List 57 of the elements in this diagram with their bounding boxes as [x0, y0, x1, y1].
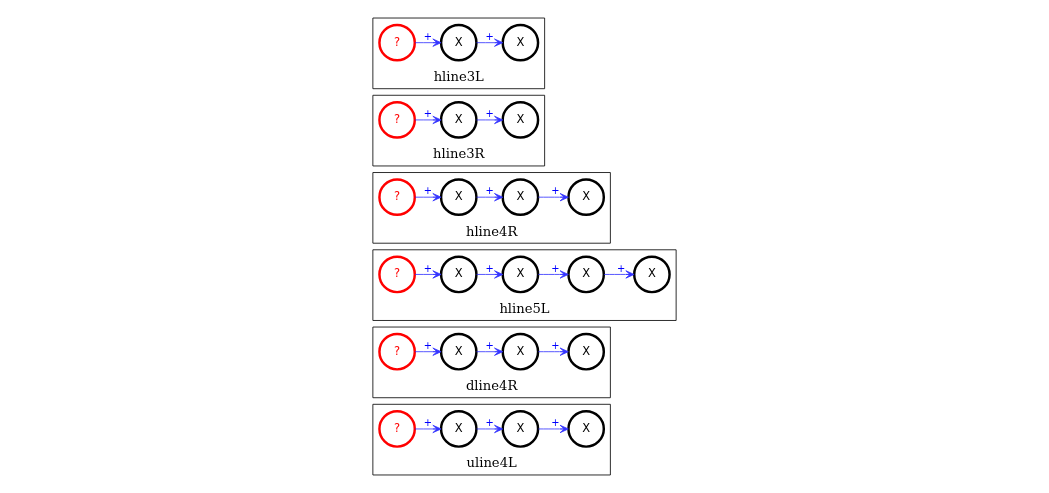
edge-label: + [485, 108, 494, 120]
edge-label: + [551, 417, 560, 429]
arrow [476, 38, 504, 47]
node-circle: X [439, 23, 478, 62]
edge-label: + [423, 417, 433, 429]
arrow [538, 193, 569, 202]
arrow [414, 38, 442, 47]
edge-label: + [551, 339, 560, 351]
edge-label: + [616, 262, 626, 274]
node-circle: ? [378, 23, 416, 62]
node-circle: X [501, 101, 540, 139]
edge-label: + [485, 30, 494, 42]
node-circle: X [567, 410, 606, 448]
arrow [476, 424, 504, 434]
arrow [538, 270, 569, 279]
node-circle: X [501, 410, 540, 448]
arrow [476, 347, 504, 356]
arrow [414, 193, 442, 202]
node-circle: X [501, 332, 540, 371]
arrow [603, 270, 635, 279]
edge-label: + [551, 262, 560, 274]
edge-label: + [423, 108, 433, 120]
edge-label: + [485, 185, 494, 197]
node-circle: ? [378, 332, 416, 371]
arrow [538, 347, 569, 356]
node-circle: X [439, 101, 478, 139]
edge-label: + [423, 30, 433, 42]
node-circle: X [501, 23, 540, 62]
edge-label: + [423, 185, 433, 197]
node-circle: X [439, 255, 478, 294]
node-circle: X [439, 332, 478, 371]
node-circle: X [439, 410, 478, 448]
node-circle: X [567, 332, 606, 371]
arrow [414, 424, 442, 434]
edge-label: + [485, 339, 494, 351]
edge-label: + [485, 417, 494, 429]
arrow [538, 424, 569, 434]
arrow [476, 270, 504, 279]
node-circle: X [633, 255, 671, 294]
node-circle: X [567, 255, 606, 294]
arrow [414, 270, 442, 279]
node-circle: X [501, 178, 540, 217]
node-circle: ? [378, 178, 416, 217]
node-circle: ? [378, 101, 416, 139]
arrow [414, 347, 442, 356]
edge-label: + [485, 262, 494, 274]
node-circle: ? [378, 255, 416, 294]
edge-label: + [423, 262, 433, 274]
arrow [476, 193, 504, 202]
arrow [476, 115, 504, 125]
edge-label: + [551, 185, 560, 197]
node-circle: ? [378, 410, 416, 448]
node-circle: X [501, 255, 540, 294]
node-circle: X [567, 178, 606, 217]
node-circle: X [439, 178, 478, 217]
arrow [414, 115, 442, 125]
edge-label: + [423, 339, 433, 351]
